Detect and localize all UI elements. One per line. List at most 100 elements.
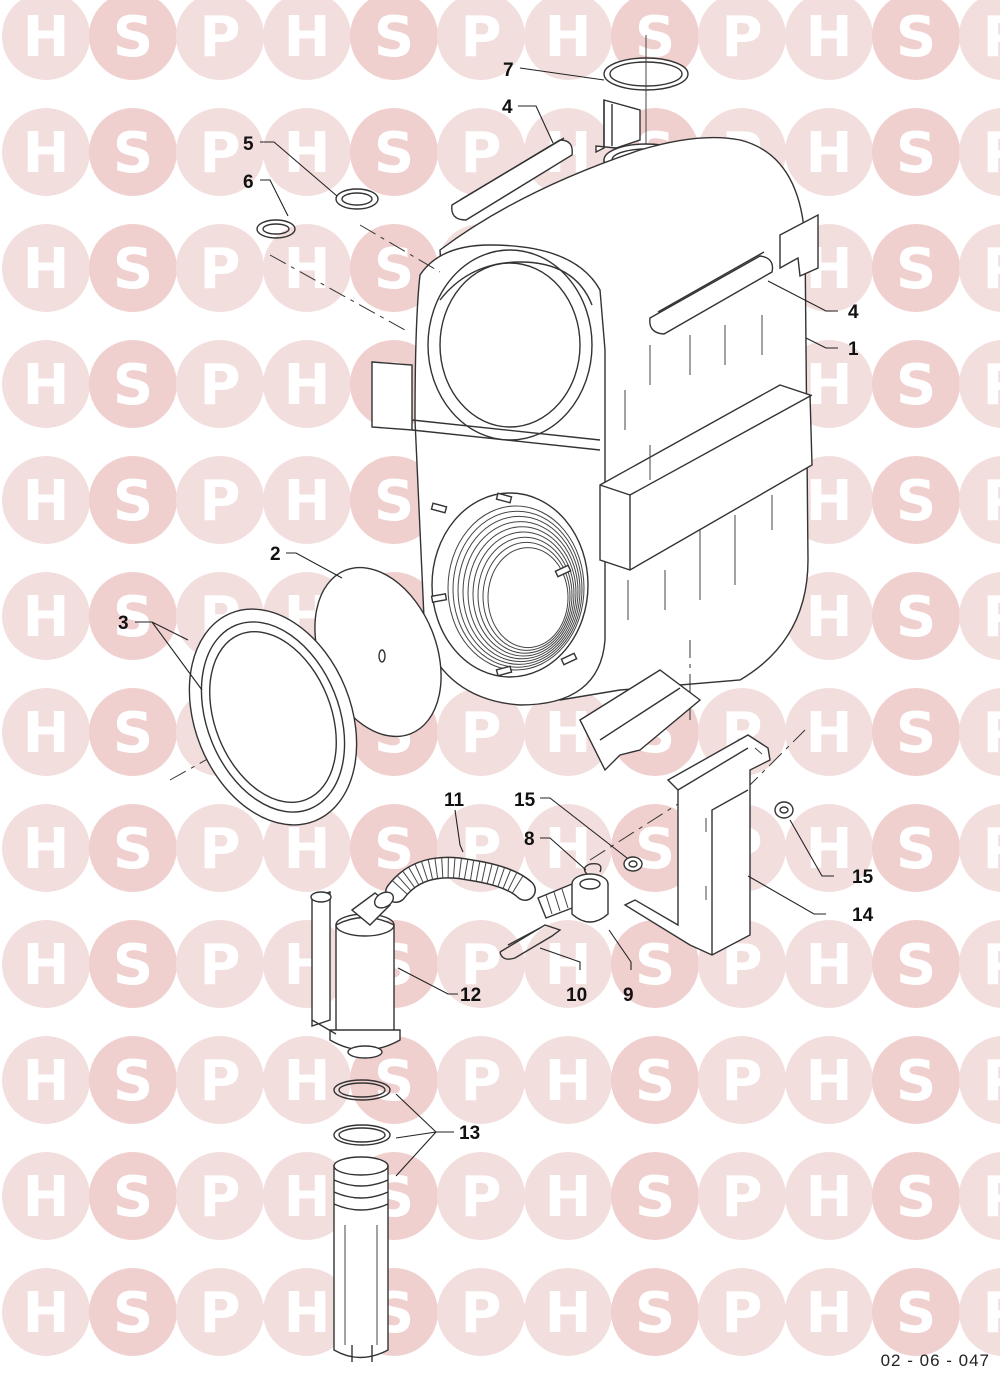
part-5-o-ring [335,188,379,210]
watermark-circle [263,108,351,196]
callout-1: 1 [848,339,859,360]
coil-turn [472,531,575,657]
watermark-letter: P [199,353,240,418]
watermark-letter: S [635,933,675,998]
watermark-circle [872,456,960,544]
watermark-letter: S [374,1049,414,1114]
part-9-elbow-fitting [537,873,609,923]
watermark-letter: P [460,701,501,766]
watermark-circle [263,0,351,80]
watermark-circle [872,572,960,660]
watermark-letter: H [545,933,592,998]
watermark-circle [872,920,960,1008]
watermark-letter: S [113,1281,153,1346]
watermark-circle [785,0,873,80]
watermark-circle [89,456,177,544]
part-13-seals-and-trap-pot [333,1079,391,1362]
watermark-letter: P [982,1281,1000,1346]
watermark-letter: H [23,353,70,418]
watermark-circle [89,572,177,660]
watermark-letter: P [199,1281,240,1346]
watermark-circle [2,1036,90,1124]
watermark-letter: H [806,1165,853,1230]
watermark-circle [611,1268,699,1356]
watermark-letter: S [896,237,936,302]
watermark-circle [263,1268,351,1356]
watermark-circle [176,224,264,312]
watermark-letter: P [982,5,1000,70]
watermark-letter: S [635,817,675,882]
watermark-letter: S [896,933,936,998]
watermark-circle [437,1268,525,1356]
part-15-grommet-left [623,856,643,872]
watermark-letter: S [113,933,153,998]
watermark-circle [176,108,264,196]
watermark-circle [263,1152,351,1240]
watermark-circle [2,804,90,892]
watermark-circle [959,456,1000,544]
callout-6: 6 [243,172,254,193]
watermark-letter: P [982,469,1000,534]
watermark-circle [872,0,960,80]
watermark-letter: S [374,121,414,186]
watermark-letter: P [982,585,1000,650]
watermark-letter: H [284,469,331,534]
watermark-circle [2,1268,90,1356]
watermark-letter: H [545,1049,592,1114]
watermark-letter: P [982,353,1000,418]
watermark-circle [785,108,873,196]
top-bracket [595,99,641,154]
watermark-letter: P [199,5,240,70]
watermark-letter: P [460,1165,501,1230]
watermark-circle [785,1152,873,1240]
watermark-circle [524,688,612,776]
watermark-letter: H [23,5,70,70]
watermark-letter: S [113,817,153,882]
watermark-letter: S [896,585,936,650]
coil-turn [487,547,569,649]
callout-5: 5 [243,134,254,155]
watermark-circle [524,804,612,892]
watermark-letter: S [113,1165,153,1230]
watermark-circle [176,1268,264,1356]
coil-turn [477,536,573,654]
watermark-circle [785,1268,873,1356]
watermark-letter: S [896,121,936,186]
part-10-spring-clip [499,924,562,960]
watermark-letter: H [23,1281,70,1346]
watermark-circle [785,804,873,892]
watermark-letter: P [460,1049,501,1114]
watermark-letter: H [284,817,331,882]
watermark-letter: H [806,817,853,882]
heat-exchanger-coils [447,505,585,671]
watermark-circle [611,920,699,1008]
watermark-letter: P [199,817,240,882]
watermark-letter: H [284,237,331,302]
callout-2: 2 [270,544,281,565]
watermark-circle [611,1152,699,1240]
watermark-circle [263,340,351,428]
watermark-circle [350,108,438,196]
watermark-letter: H [545,1165,592,1230]
watermark-circle [2,572,90,660]
side-slots [624,315,773,620]
watermark-letter: P [721,1165,762,1230]
watermark-letter: S [374,237,414,302]
part-1-heat-exchanger [371,136,819,706]
watermark-letter: S [635,1049,675,1114]
watermark-circle [89,688,177,776]
watermark-circle [959,340,1000,428]
watermark-letter: H [545,1281,592,1346]
watermark-letter: H [284,1049,331,1114]
watermark-letter: H [23,933,70,998]
watermark-circle [89,1268,177,1356]
watermark-circle [872,224,960,312]
watermark-circle [2,224,90,312]
watermark-letter: P [982,817,1000,882]
watermark-circle [872,1268,960,1356]
watermark-letter: S [896,701,936,766]
hose-rib [434,858,439,879]
part-4-insulation-strip-lower [649,251,774,335]
watermark-letter: S [113,237,153,302]
watermark-circle [2,1152,90,1240]
